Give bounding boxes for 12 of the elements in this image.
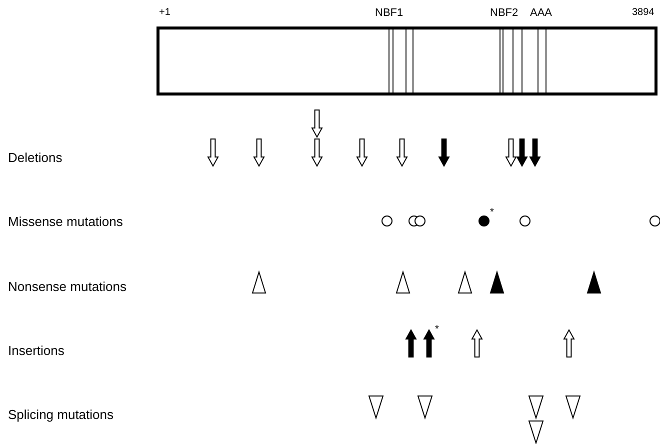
row-label: Missense mutations — [8, 215, 123, 228]
position-label: 3894 — [632, 8, 654, 18]
domain-label: NBF1 — [375, 8, 404, 19]
row-label: Insertions — [8, 344, 64, 357]
asterisk-mark: * — [490, 208, 494, 218]
row-label: Nonsense mutations — [8, 280, 127, 293]
asterisk-mark: * — [435, 325, 439, 335]
row-label: Deletions — [8, 151, 62, 164]
domain-label: NBF2 — [490, 8, 518, 19]
domain-label: AAA — [530, 8, 552, 19]
row-label: Splicing mutations — [8, 408, 114, 421]
position-label: +1 — [159, 8, 170, 18]
